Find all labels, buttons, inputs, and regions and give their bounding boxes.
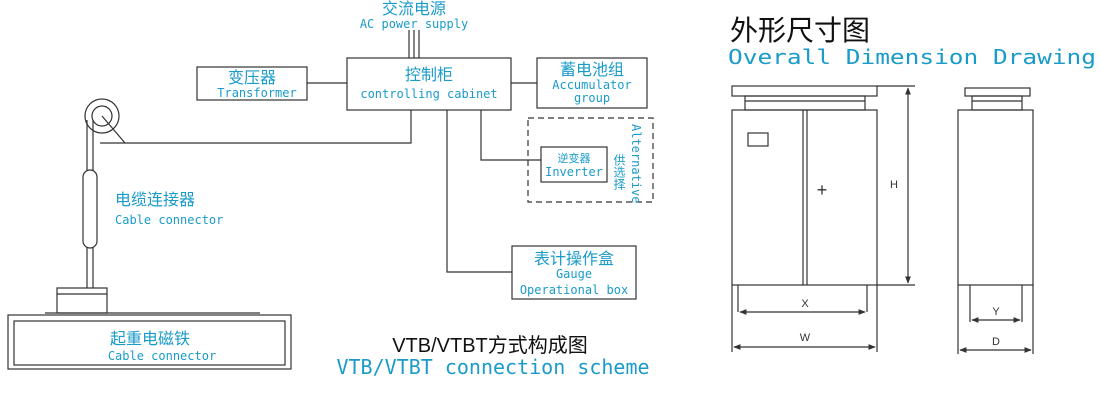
alternative-label-en: Alternative <box>629 124 643 203</box>
accumulator-label-en-1: Accumulator <box>552 78 631 92</box>
connection-scheme <box>7 30 654 370</box>
magnet-cap <box>56 287 108 314</box>
y-dimension-label: Y <box>992 306 1000 318</box>
control-cabinet-label-en: controlling cabinet <box>360 87 497 101</box>
pulley-inner <box>91 105 113 127</box>
front-plus-mark: + <box>817 180 828 200</box>
pulley-outer <box>84 98 120 134</box>
cabinet-cable <box>100 110 412 144</box>
accumulator-label-en-2: group <box>574 91 610 105</box>
front-cabinet-body <box>731 109 878 286</box>
magnet-body <box>7 314 292 370</box>
transformer-label-cn: 变压器 <box>228 68 276 87</box>
ac-power-label-en: AC power supply <box>360 17 468 31</box>
pulley-arm <box>101 115 126 144</box>
dimension-title-en: Overall Dimension Drawing <box>728 45 1096 69</box>
cable-connector-body <box>82 169 98 249</box>
front-top-plate <box>731 85 878 97</box>
scheme-labels: 交流电源 AC power supply 变压器 Transformer 控制柜… <box>108 0 650 379</box>
gauge-link <box>446 110 512 273</box>
cable-connector-label-en: Cable connector <box>115 213 223 227</box>
inverter-label-cn: 逆变器 <box>558 151 591 165</box>
magnet-inner <box>13 320 286 366</box>
cable-connector-label-cn: 电缆连接器 <box>115 190 195 209</box>
side-top-plate <box>964 87 1031 97</box>
gauge-box-label-en-2: Operational box <box>520 283 628 297</box>
alternative-label-cn: 供选择 <box>612 154 626 190</box>
d-dimension-label: D <box>992 336 1000 348</box>
dimension-title-cn: 外形尺寸图 <box>730 14 870 47</box>
control-cabinet-label-cn: 控制柜 <box>405 65 453 84</box>
front-panel-window <box>747 132 769 147</box>
control-cabinet-box <box>346 57 512 111</box>
accumulator-label-cn: 蓄电池组 <box>560 60 624 79</box>
magnet-label-cn: 起重电磁铁 <box>110 329 190 348</box>
dimension-drawing <box>731 85 1034 354</box>
magnet-label-en: Cable connector <box>108 349 216 363</box>
inverter-label-en: Inverter <box>545 165 603 179</box>
scheme-title-cn-text: 方式构成图 <box>488 333 588 357</box>
scheme-title-en: VTB/VTBT connection scheme <box>336 355 649 379</box>
dimension-labels: 外形尺寸图 Overall Dimension Drawing + H X W … <box>728 14 1096 348</box>
scheme-title-prefix: VTB/VTBT <box>392 335 488 357</box>
front-top-block <box>744 95 866 111</box>
transformer-label-en: Transformer <box>217 86 296 100</box>
inverter-link <box>480 110 541 161</box>
side-cabinet-body <box>957 109 1034 286</box>
x-dimension-label: X <box>801 298 809 310</box>
side-top-block <box>971 95 1023 111</box>
w-dimension-label: W <box>800 332 811 344</box>
gauge-box-label-cn: 表计操作盒 <box>534 249 614 268</box>
h-dimension-label: H <box>890 179 898 191</box>
inverter-box <box>540 146 608 183</box>
scheme-title-cn: VTB/VTBT方式构成图 <box>392 333 588 357</box>
ac-power-label-cn: 交流电源 <box>382 0 446 18</box>
gauge-box-label-en-1: Gauge <box>556 267 592 281</box>
